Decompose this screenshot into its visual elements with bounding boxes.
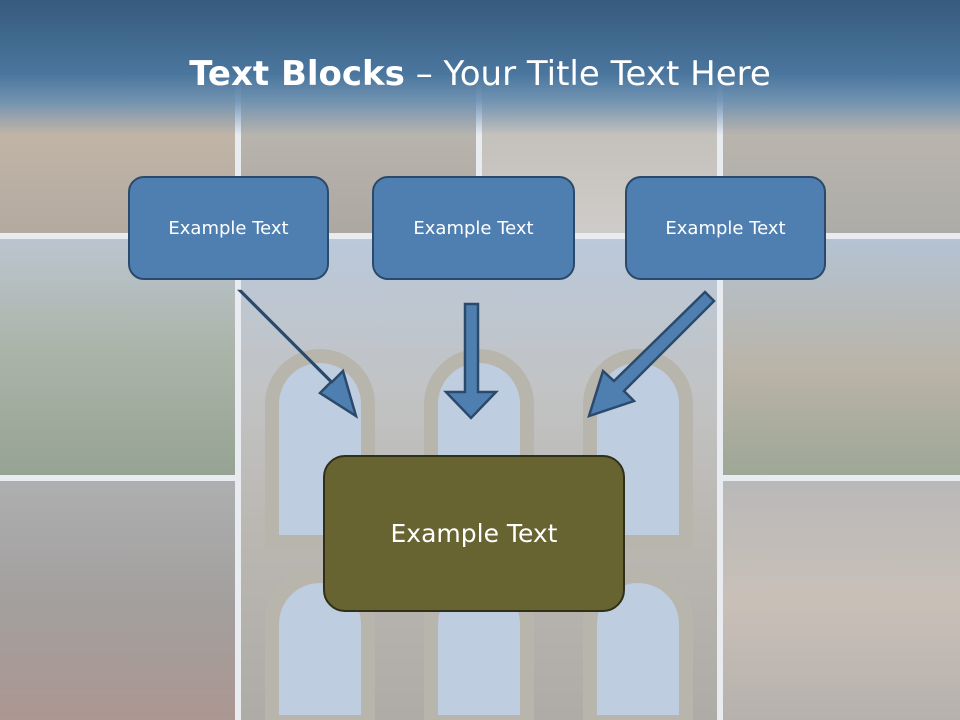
slide-title-strong: Text Blocks bbox=[189, 54, 405, 94]
photo-stone-arch bbox=[723, 481, 960, 720]
grid-gap bbox=[717, 233, 960, 239]
text-box-right[interactable]: Example Text bbox=[625, 176, 826, 280]
slide-title: Text Blocks – Your Title Text Here bbox=[0, 52, 960, 96]
text-box-center-label: Example Text bbox=[413, 217, 534, 239]
text-box-left-label: Example Text bbox=[168, 217, 289, 239]
text-box-center[interactable]: Example Text bbox=[372, 176, 575, 280]
grid-gap bbox=[0, 233, 241, 239]
text-box-left[interactable]: Example Text bbox=[128, 176, 329, 280]
text-box-right-label: Example Text bbox=[665, 217, 786, 239]
title-banner bbox=[0, 0, 960, 135]
grid-gap bbox=[723, 475, 960, 481]
slide-title-rest: – Your Title Text Here bbox=[404, 54, 771, 94]
text-box-main-label: Example Text bbox=[390, 519, 558, 548]
grid-gap bbox=[0, 475, 235, 481]
photo-cafe-terrace bbox=[0, 481, 235, 720]
text-box-main[interactable]: Example Text bbox=[323, 455, 625, 612]
grid-gap bbox=[717, 0, 723, 720]
